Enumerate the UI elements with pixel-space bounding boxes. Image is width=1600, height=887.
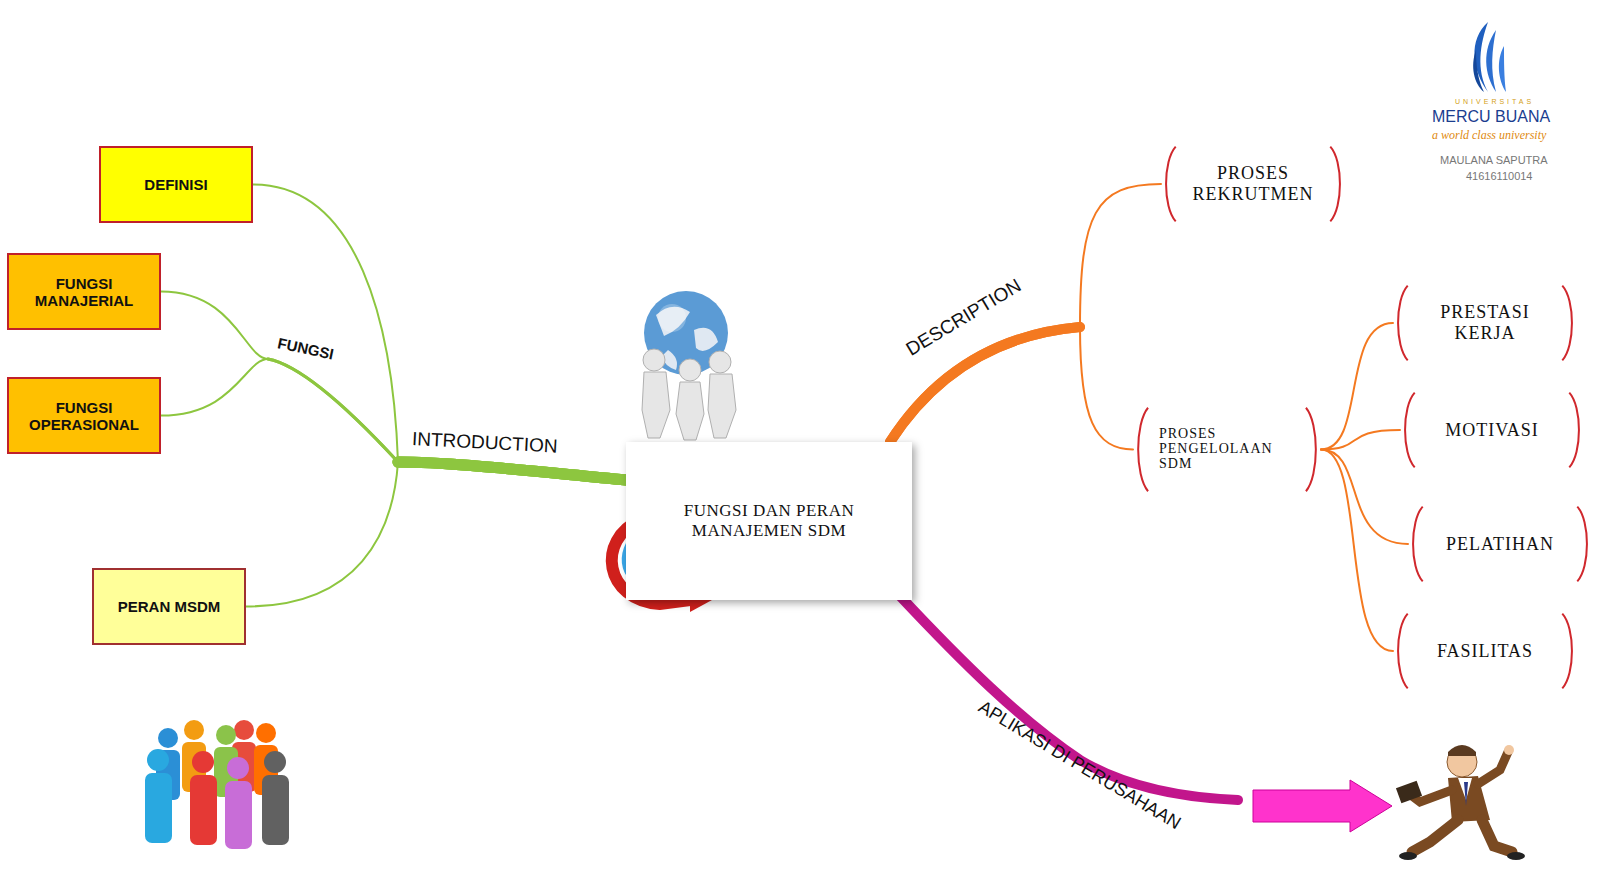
branch-label: APLIKASI DI PERUSAHAAN [975,696,1185,834]
connector-stroke [268,359,398,462]
connector-stroke [253,185,398,463]
connector-stroke [1080,327,1133,450]
application-branch-tail [1150,790,1240,800]
topic-box: PERAN MSDM [92,568,246,645]
branch-connector [1321,430,1400,450]
central-topic: FUNGSI DAN PERAN MANAJEMEN SDM [626,442,912,600]
globe-figures [642,291,736,440]
branch-connector [253,185,626,481]
connector-stroke [398,462,626,480]
bracket-topic: PELATIHAN [1408,505,1592,583]
people-group [145,720,289,849]
node-text: DEFINISI [144,176,207,193]
branch-connector [246,462,626,607]
branch-label: FUNGSI [276,334,335,362]
connector-stroke [1321,450,1393,652]
node-text: MOTIVASI [1445,420,1539,441]
node-text: FUNGSI MANAJERIAL [17,275,151,309]
bracket-topic: PRESTASI KERJA [1393,284,1577,362]
bracket-topic: MOTIVASI [1400,391,1584,469]
node-text: PELATIHAN [1446,534,1554,555]
bracket-topic: FASILITAS [1393,612,1577,690]
connector-stroke [398,462,626,480]
node-text: FASILITAS [1437,641,1533,662]
connector-stroke [1321,450,1408,545]
connector-stroke [398,462,626,480]
author-name: MAULANA SAPUTRA [1440,154,1548,166]
logo-text: UNIVERSITAS [1455,98,1534,105]
branch-connector [890,184,1161,442]
branch-connector [161,292,626,481]
branch-connector [1321,450,1408,545]
node-text: PROSES REKRUTMEN [1187,163,1319,205]
branch-connector [161,359,626,480]
connector-stroke [246,462,398,607]
connector-stroke [161,292,268,360]
node-text: PROSES PENGELOLAAN SDM [1159,427,1295,471]
connector-stroke [1321,430,1400,450]
logo-text: MERCU BUANA [1432,108,1550,126]
node-text: PERAN MSDM [118,598,221,615]
topic-box: FUNGSI OPERASIONAL [7,377,161,454]
connector-stroke [161,359,268,416]
node-text: FUNGSI OPERASIONAL [17,399,151,433]
node-text: PRESTASI KERJA [1419,302,1551,344]
connector-stroke [1080,184,1161,327]
pink-arrow [1253,780,1392,832]
topic-box: FUNGSI MANAJERIAL [7,253,161,330]
university-logo [1473,22,1506,92]
branch-connector [1321,450,1393,652]
student-id: 41616110014 [1466,170,1532,182]
bracket-topic: PROSES PENGELOLAAN SDM [1133,406,1321,493]
topic-box: DEFINISI [99,146,253,223]
running-man [1396,745,1525,860]
node-text: FUNGSI DAN PERAN MANAJEMEN SDM [650,501,888,541]
bracket-topic: PROSES REKRUTMEN [1161,145,1345,223]
branch-label: INTRODUCTION [411,428,558,458]
connector-stroke [398,462,626,480]
connector-stroke [268,359,398,462]
logo-text: a world class university [1432,128,1546,143]
